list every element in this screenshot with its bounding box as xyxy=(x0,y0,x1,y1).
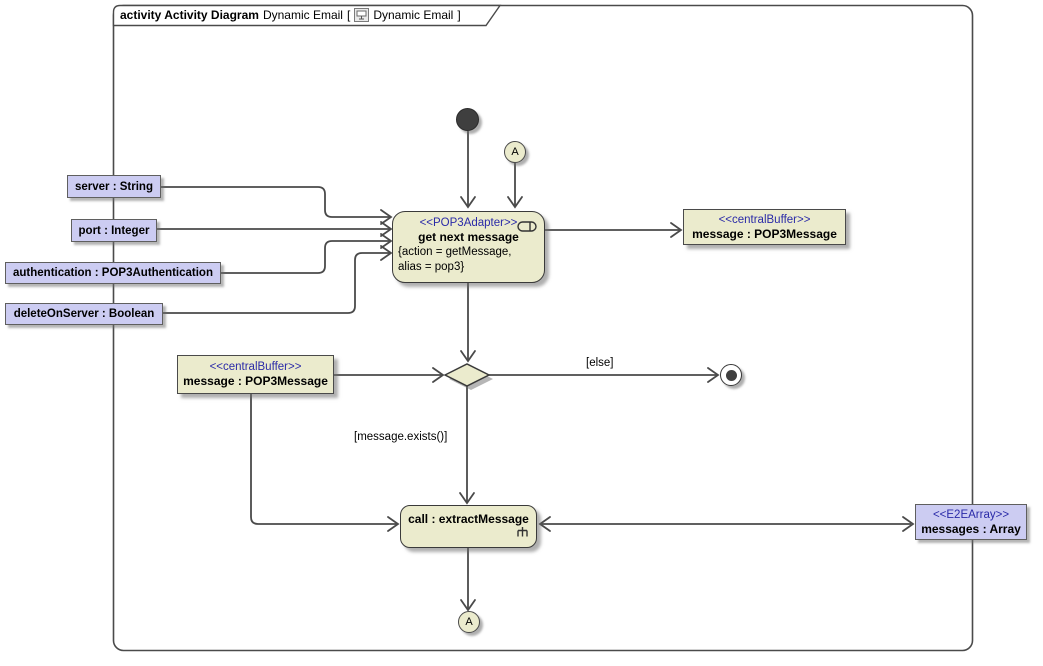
frame-title: activity Activity Diagram Dynamic Email … xyxy=(120,7,461,23)
parameter-port-label: port : Integer xyxy=(78,224,150,237)
edge-initial-to-getnext[interactable] xyxy=(460,131,476,209)
edge-decision-to-call[interactable] xyxy=(459,386,475,505)
edge-call-to-messages-array[interactable] xyxy=(538,516,915,532)
central-buffer-right[interactable]: <<centralBuffer>> message : POP3Message xyxy=(683,209,846,245)
rake-icon xyxy=(516,525,529,543)
parameter-authentication-label: authentication : POP3Authentication xyxy=(13,267,213,279)
parameter-port[interactable]: port : Integer xyxy=(71,219,157,242)
action-name: get next message xyxy=(418,230,519,244)
object-node-icon xyxy=(517,219,537,237)
frame-open-bracket: [ xyxy=(346,8,351,22)
e2e-array-name: messages : Array xyxy=(921,521,1021,536)
action-stereotype: <<POP3Adapter>> xyxy=(419,217,518,229)
parameter-deleteonserver-label: deleteOnServer : Boolean xyxy=(13,308,155,320)
edge-buffer-to-decision[interactable] xyxy=(334,367,445,383)
central-buffer-left-name: message : POP3Message xyxy=(183,374,328,388)
e2e-array-stereotype: <<E2EArray>> xyxy=(932,508,1010,521)
edge-buffer-to-call[interactable] xyxy=(250,394,400,532)
frame-keyword: activity Activity Diagram xyxy=(120,8,259,22)
central-buffer-left-stereotype: <<centralBuffer>> xyxy=(209,361,302,373)
call-extract-name: call : extractMessage xyxy=(408,512,529,526)
decision-node[interactable] xyxy=(443,363,493,390)
initial-node[interactable] xyxy=(456,108,479,131)
central-buffer-right-name: message : POP3Message xyxy=(692,226,837,241)
guard-else: [else] xyxy=(584,357,616,369)
connector-a-bottom[interactable]: A xyxy=(458,611,480,633)
parameter-deleteonserver[interactable]: deleteOnServer : Boolean xyxy=(5,303,163,325)
activity-frame-border xyxy=(112,4,974,652)
action-constraint-line2: alias = pop3} xyxy=(398,260,465,273)
connector-a-top-label: A xyxy=(511,146,519,158)
edge-server-to-getnext[interactable] xyxy=(160,186,393,225)
frame-title-tab xyxy=(112,4,502,27)
activity-final-node-dot xyxy=(725,369,737,381)
parameter-server[interactable]: server : String xyxy=(67,175,161,198)
central-buffer-right-stereotype: <<centralBuffer>> xyxy=(718,213,811,226)
action-call-extract-message[interactable]: call : extractMessage xyxy=(400,505,537,548)
connector-a-bottom-label: A xyxy=(465,616,473,628)
action-constraint-line1: {action = getMessage, xyxy=(398,246,512,258)
frame-ref-name: Dynamic Email xyxy=(373,8,454,22)
diagram-icon xyxy=(354,8,370,22)
parameter-authentication[interactable]: authentication : POP3Authentication xyxy=(5,262,221,284)
edge-call-to-connectorA[interactable] xyxy=(460,548,476,612)
connector-a-top[interactable]: A xyxy=(504,141,526,163)
edge-getnext-to-buffer[interactable] xyxy=(545,222,683,238)
edge-authentication-to-getnext[interactable] xyxy=(221,233,393,274)
e2e-array-node[interactable]: <<E2EArray>> messages : Array xyxy=(915,504,1027,540)
frame-diagram-name: Dynamic Email xyxy=(262,8,343,22)
edge-decision-to-final[interactable] xyxy=(489,367,720,383)
guard-message-exists: [message.exists()] xyxy=(352,431,450,443)
parameter-server-label: server : String xyxy=(75,180,153,193)
activity-final-node[interactable] xyxy=(720,364,742,386)
frame-close-bracket: ] xyxy=(457,8,461,22)
edge-connectorA-to-getnext[interactable] xyxy=(507,163,523,209)
edge-port-to-getnext[interactable] xyxy=(157,221,393,237)
action-get-next-message[interactable]: <<POP3Adapter>> get next message {action… xyxy=(392,211,545,283)
edge-getnext-to-decision[interactable] xyxy=(460,283,476,363)
central-buffer-left[interactable]: <<centralBuffer>> message : POP3Message xyxy=(177,355,334,394)
edge-deleteonserver-to-getnext[interactable] xyxy=(163,245,393,314)
